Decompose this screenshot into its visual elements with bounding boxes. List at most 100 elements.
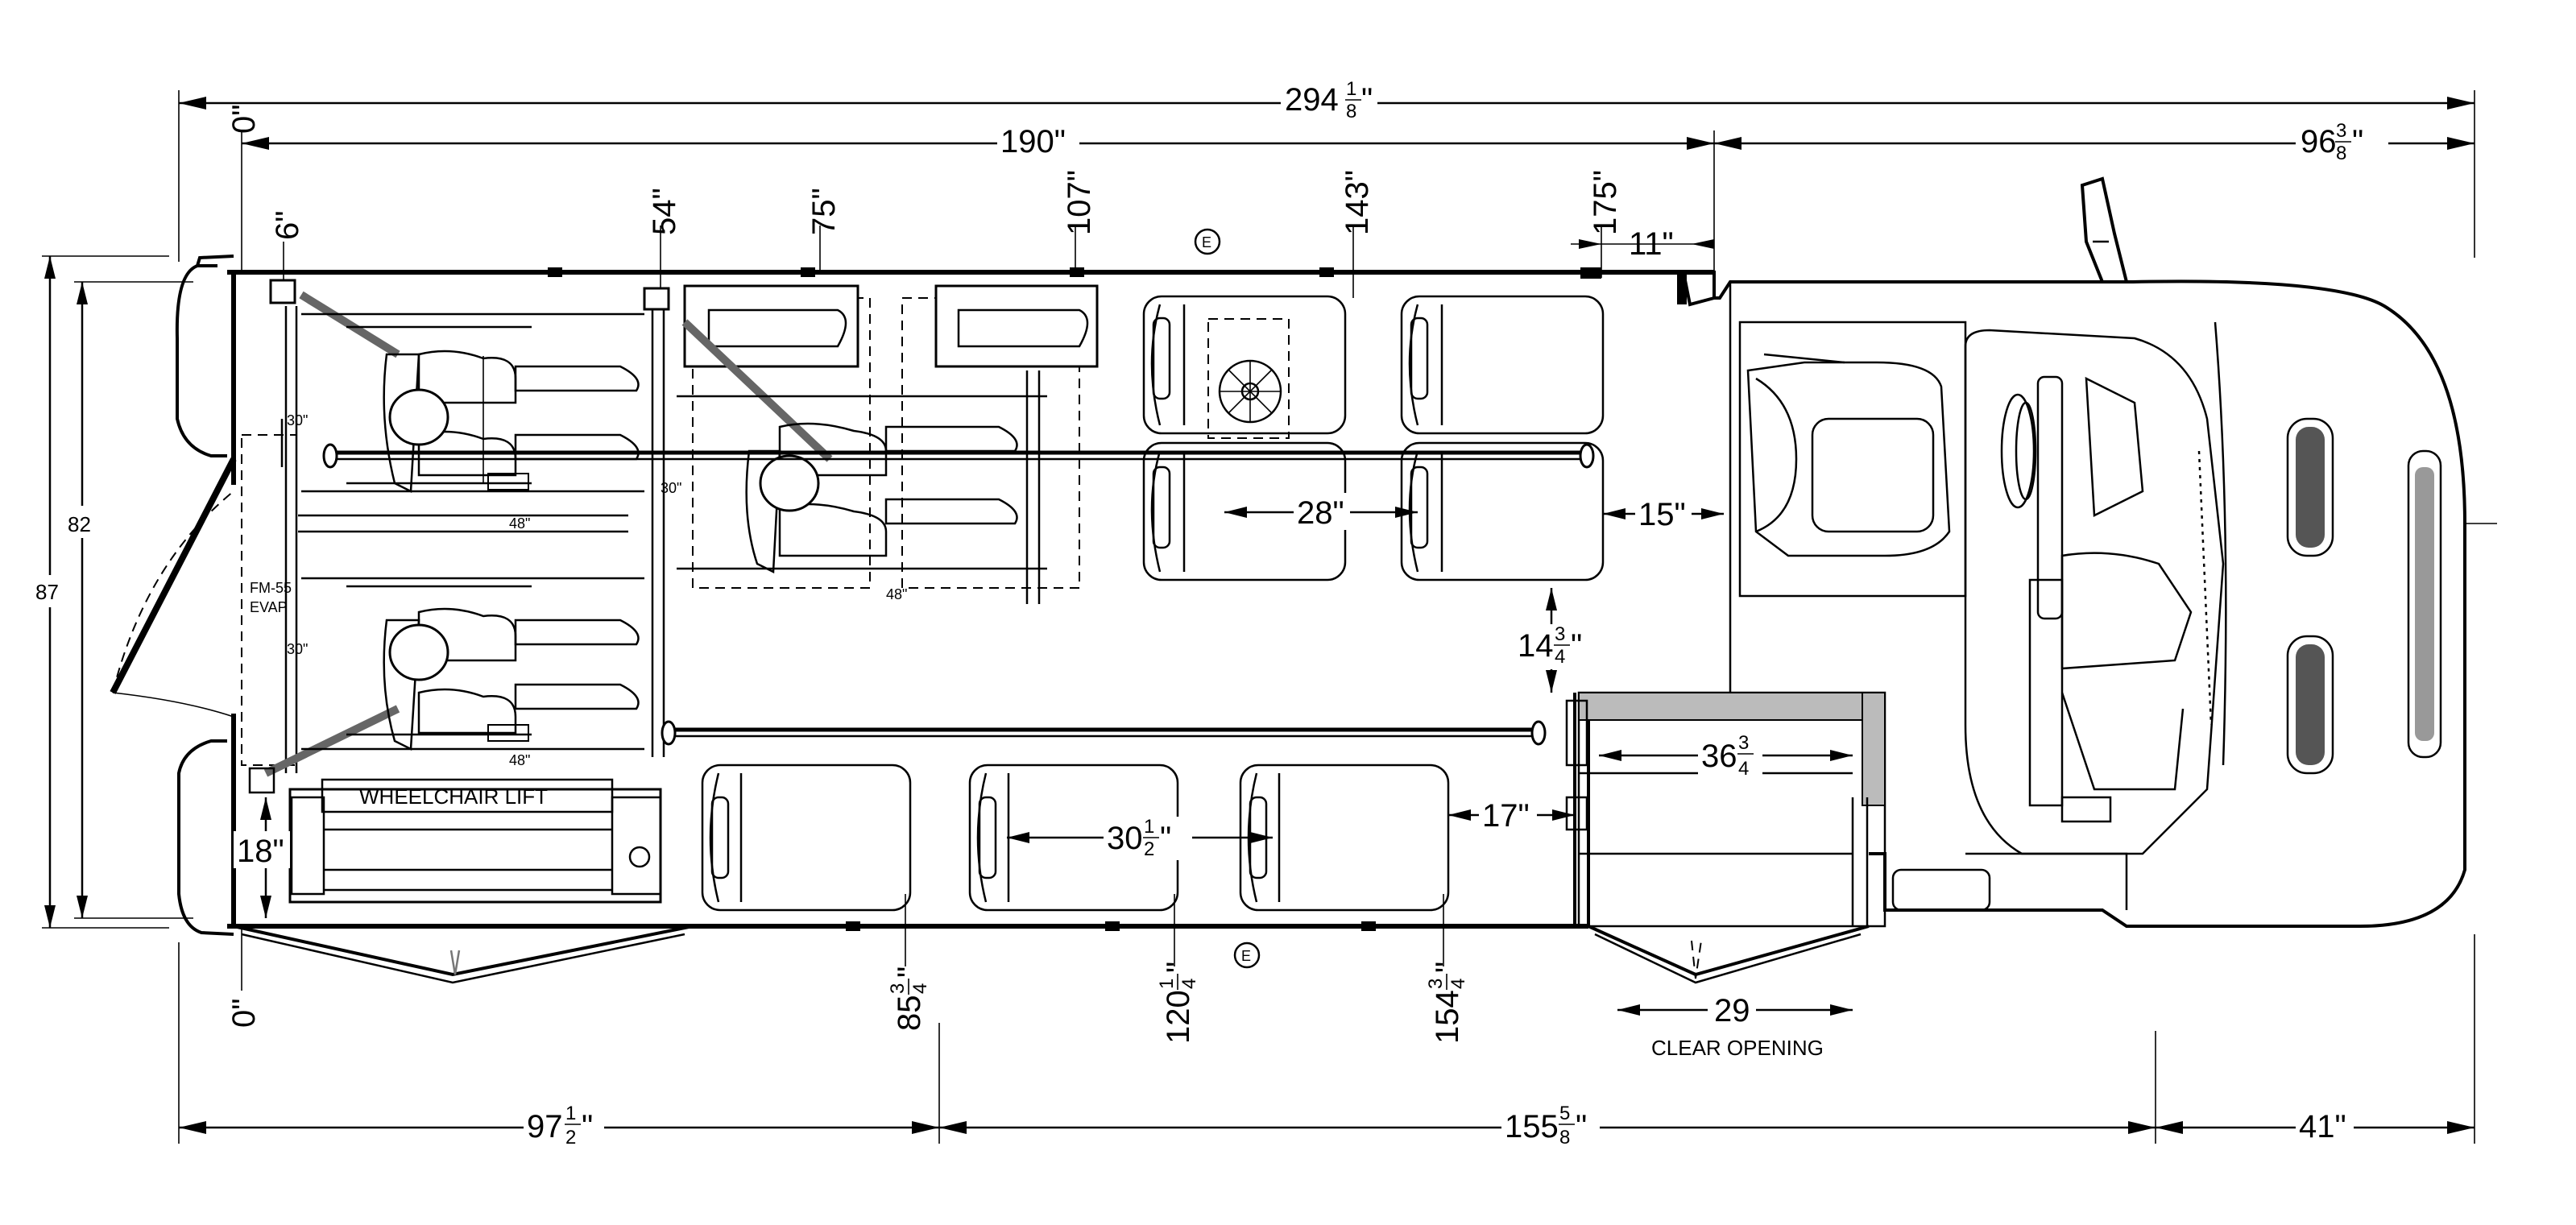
offset-11-label: 11" [1629, 226, 1674, 262]
svg-text:": " [2352, 124, 2363, 159]
bottom-41-label: 41" [2299, 1109, 2346, 1144]
svg-text:3: 3 [1425, 979, 1447, 989]
door-36-label: 36 [1701, 739, 1737, 774]
svg-text:": " [1161, 962, 1196, 973]
svg-text:": " [1361, 82, 1373, 118]
wheelchair-position-2[interactable]: 30" 48" [263, 577, 644, 777]
top-dimensions: 294 1 8 " 190" 96 3 8 " 0" 6" 54" 75" 10… [178, 78, 2475, 298]
zero-top-label: 0" [226, 105, 262, 134]
rear-door[interactable] [110, 457, 237, 718]
svg-text:1: 1 [1144, 816, 1154, 838]
rear-rail [269, 279, 670, 773]
svg-text:4: 4 [1447, 979, 1469, 989]
station-143: 143" [1340, 170, 1375, 235]
station-54: 54" [647, 188, 682, 235]
svg-text:3: 3 [2336, 120, 2346, 142]
station-75: 75" [806, 188, 842, 235]
svg-text:2: 2 [1144, 838, 1154, 860]
ws-48-a: 48" [509, 515, 530, 532]
svg-text:3: 3 [887, 983, 909, 994]
svg-text:2: 2 [565, 1127, 576, 1148]
bottom-dimensions: 97 1 2 " 155 5 8 " 41" [178, 934, 2475, 1152]
aisle-28-label: 28" [1297, 495, 1344, 531]
svg-text:": " [892, 966, 927, 978]
wheelchair-lift[interactable]: WHEELCHAIR LIFT [248, 767, 662, 904]
svg-text:4: 4 [1178, 979, 1200, 989]
width-inner-label: 82 [68, 512, 91, 536]
body-length-label: 190" [1000, 124, 1066, 159]
svg-text:": " [582, 1109, 593, 1144]
front-entry-door[interactable] [1588, 925, 1870, 984]
wheelchair-lift-label: WHEELCHAIR LIFT [359, 784, 548, 809]
svg-text:": " [1160, 821, 1171, 856]
seat-top-2[interactable] [1142, 441, 1347, 581]
bus-body [175, 255, 1716, 936]
fm55-label: FM-55 [250, 580, 292, 596]
side-15-label: 15" [1638, 497, 1686, 532]
svg-text:1: 1 [1156, 979, 1178, 989]
overall-length-label: 294 [1285, 82, 1339, 118]
gap-14-label: 14 [1518, 628, 1554, 664]
seat-top-4[interactable] [1400, 441, 1605, 581]
svg-text:1: 1 [565, 1103, 576, 1124]
ws-30-b: 30" [287, 641, 308, 657]
svg-text:4: 4 [909, 983, 931, 994]
clear-opening-label: CLEAR OPENING [1651, 1036, 1824, 1060]
svg-text:3: 3 [1555, 623, 1565, 645]
svg-text:8: 8 [1559, 1127, 1570, 1148]
rear-18-label: 18" [237, 834, 284, 869]
svg-text:8: 8 [2336, 143, 2346, 164]
seat-top-1[interactable] [1142, 295, 1347, 435]
bottom-97-label: 97 [527, 1109, 563, 1144]
grab-bar-upper [322, 443, 1595, 469]
width-outer-label: 87 [35, 580, 59, 604]
evap-unit: FM-55 EVAP [241, 434, 297, 766]
top-wall-posts [548, 267, 1601, 279]
svg-text:": " [1571, 628, 1582, 664]
svg-text:4: 4 [1738, 758, 1749, 780]
emergency-marker-top: E [1194, 228, 1221, 255]
station-175: 175" [1588, 170, 1623, 235]
station-154: 154 [1430, 990, 1465, 1044]
evap-label: EVAP [250, 599, 288, 615]
zero-bottom-label: 0" [226, 999, 262, 1028]
svg-text:": " [1430, 962, 1465, 973]
wheelchair-position-3[interactable]: 30" 48" [661, 284, 1099, 604]
svg-text:3: 3 [1738, 732, 1749, 754]
emergency-marker-bottom: E [1233, 942, 1261, 969]
station-107: 107" [1062, 170, 1097, 235]
ws-30-a: 30" [287, 412, 308, 428]
cab [1714, 176, 2497, 928]
grab-bar-lower [661, 720, 1547, 746]
width-dimensions: 87 82 [29, 255, 193, 929]
bottom-stations: 85 3 4 " 120 1 4 " 154 3 4 " 0" [226, 894, 1469, 1044]
side-17-label: 17" [1482, 798, 1530, 834]
svg-text:E: E [1241, 948, 1251, 964]
svg-text:4: 4 [1555, 646, 1565, 668]
ws-30-c: 30" [661, 480, 681, 496]
rear-bumper-lower [233, 925, 694, 984]
bottom-wall-posts [846, 921, 1376, 931]
wheelchair-position-1[interactable]: 30" 48" [280, 291, 644, 533]
bottom-155-label: 155 [1505, 1109, 1559, 1144]
seat-bottom-1[interactable] [701, 764, 912, 912]
svg-text:5: 5 [1559, 1103, 1570, 1124]
door-clear-29: 29 [1714, 993, 1750, 1028]
interior-dimensions: 28" 15" 14 3 4 " 36 3 4 30 1 2 " [234, 493, 1853, 918]
station-6: 6" [270, 211, 305, 240]
svg-text:E: E [1202, 234, 1211, 250]
overall-length-den: 8 [1346, 101, 1356, 122]
seat-top-3[interactable] [1400, 295, 1605, 435]
ws-48-c: 48" [886, 586, 907, 602]
entry-steps[interactable] [1565, 691, 1886, 928]
cab-length-label: 96 [2301, 124, 2337, 159]
overall-length-num: 1 [1346, 78, 1356, 100]
seat-30-label: 30 [1107, 821, 1143, 856]
ws-48-b: 48" [509, 752, 530, 768]
station-120: 120 [1161, 990, 1196, 1044]
station-85: 85 [892, 995, 927, 1032]
door-clear-opening: 29 CLEAR OPENING [1617, 991, 1853, 1060]
roof-fan [1207, 318, 1290, 439]
svg-text:": " [1576, 1109, 1587, 1144]
